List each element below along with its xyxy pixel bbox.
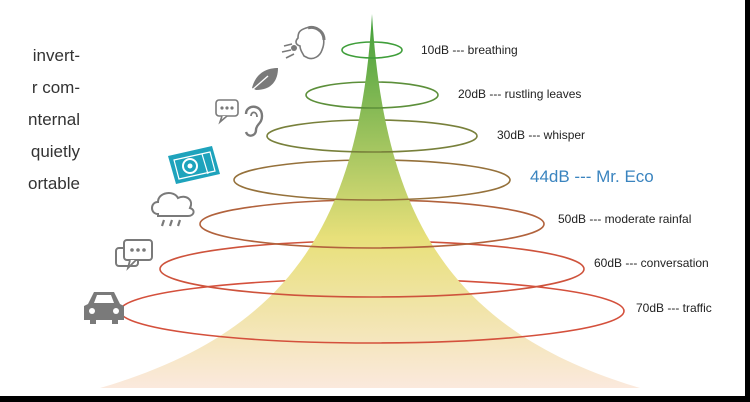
level-label: 60dB --- conversation bbox=[594, 256, 709, 270]
ring-front-50db bbox=[199, 223, 545, 249]
rain-cloud-icon bbox=[151, 192, 195, 227]
ring-front-20db bbox=[305, 94, 439, 109]
face-breathing-icon bbox=[281, 26, 326, 60]
intro-line: quietly bbox=[30, 142, 80, 161]
intro-line: nternal bbox=[28, 110, 80, 129]
chat-bubbles-icon bbox=[115, 239, 153, 271]
intro-text: invert- r com- nternal quietly ortable bbox=[0, 40, 80, 200]
ring-front-44db bbox=[233, 179, 511, 201]
ring-front-70db bbox=[119, 310, 625, 344]
level-label: 50dB --- moderate rainfal bbox=[558, 212, 692, 226]
intro-line: invert- bbox=[32, 46, 80, 65]
intro-line: ortable bbox=[28, 174, 80, 193]
car-icon bbox=[84, 292, 124, 324]
level-label: 10dB --- breathing bbox=[421, 43, 518, 57]
level-label: 70dB --- traffic bbox=[636, 301, 712, 315]
level-label: 30dB --- whisper bbox=[497, 128, 586, 142]
frame-edge-right bbox=[745, 0, 750, 402]
ring-front-10db bbox=[341, 49, 403, 59]
air-conditioner-icon bbox=[168, 146, 220, 184]
leaf-icon bbox=[251, 68, 278, 91]
ring-front-30db bbox=[266, 135, 478, 153]
sound-cone bbox=[100, 14, 640, 388]
ear-whisper-icon bbox=[215, 99, 264, 137]
level-label-highlight: 44dB --- Mr. Eco bbox=[530, 167, 654, 186]
frame-edge-bottom bbox=[0, 396, 750, 402]
ring-front-60db bbox=[159, 268, 585, 298]
intro-line: r com- bbox=[31, 78, 80, 97]
level-label: 20dB --- rustling leaves bbox=[458, 87, 582, 101]
